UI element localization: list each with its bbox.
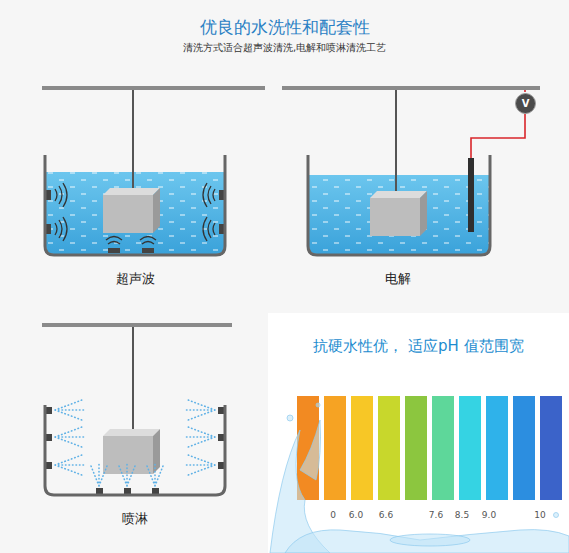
voltmeter-circle: V	[515, 93, 536, 114]
water-splash	[270, 403, 569, 553]
ph-bars	[297, 396, 562, 500]
ultrasonic-tank	[45, 90, 225, 255]
tank-label-box: 超声波	[40, 150, 230, 290]
ph-value: 8.5	[455, 510, 469, 521]
tank-label-box: 喷淋	[40, 395, 230, 530]
node-label: 喷淋	[40, 510, 230, 528]
node-label: 抗硬水性优， 适应pH 值范围宽	[268, 335, 569, 357]
hanger-rail	[282, 86, 540, 90]
subtitle: 清洗方式适合超声波清洗,电解和喷淋清洗工艺	[0, 41, 569, 55]
electrolysis-tank	[308, 90, 525, 255]
node-label: 超声波	[40, 270, 230, 288]
ph-value: 6.0	[349, 510, 363, 521]
spray-tank	[45, 327, 225, 495]
ph-value: 0	[330, 510, 336, 521]
title: 优良的水洗性和配套性	[0, 16, 569, 38]
node-label: V	[522, 99, 530, 109]
node-label: 电解	[300, 270, 495, 288]
ph-value: 10	[534, 510, 545, 521]
ph-panel-box: 抗硬水性优， 适应pH 值范围宽	[268, 313, 569, 553]
ph-value: 9.0	[482, 510, 496, 521]
ph-panel	[268, 313, 569, 553]
tank-label-box: 电解	[300, 150, 495, 290]
ph-value: 6.6	[379, 510, 393, 521]
hanger-rail	[42, 86, 265, 90]
ph-value: 7.6	[429, 510, 443, 521]
hanger-rail	[42, 323, 232, 327]
